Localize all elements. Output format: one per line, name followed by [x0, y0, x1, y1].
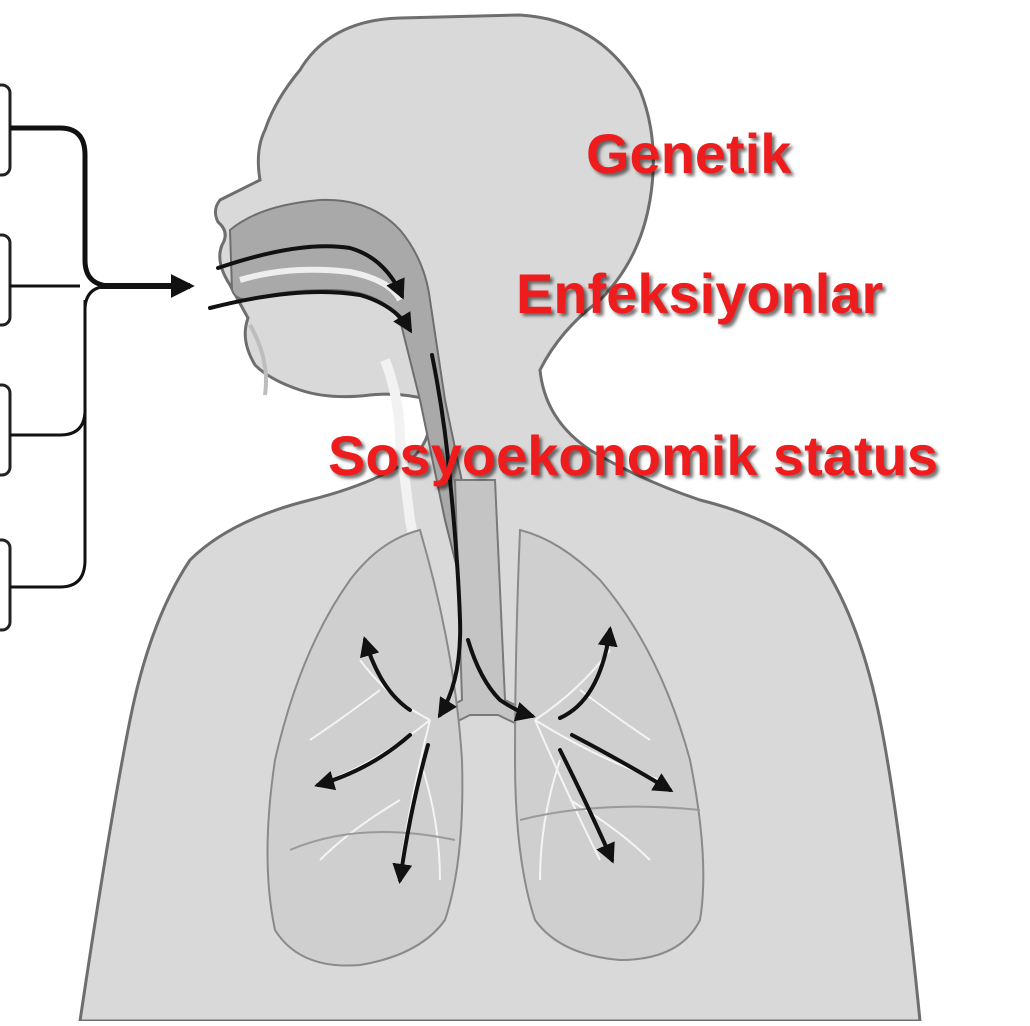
label-enfeksiyonlar: Enfeksiyonlar	[516, 266, 883, 322]
label-genetik: Genetik	[586, 126, 791, 182]
body-silhouette	[80, 15, 920, 1021]
input-bracket	[0, 85, 190, 630]
label-sosyoekonomik-status: Sosyoekonomik status	[328, 428, 938, 484]
